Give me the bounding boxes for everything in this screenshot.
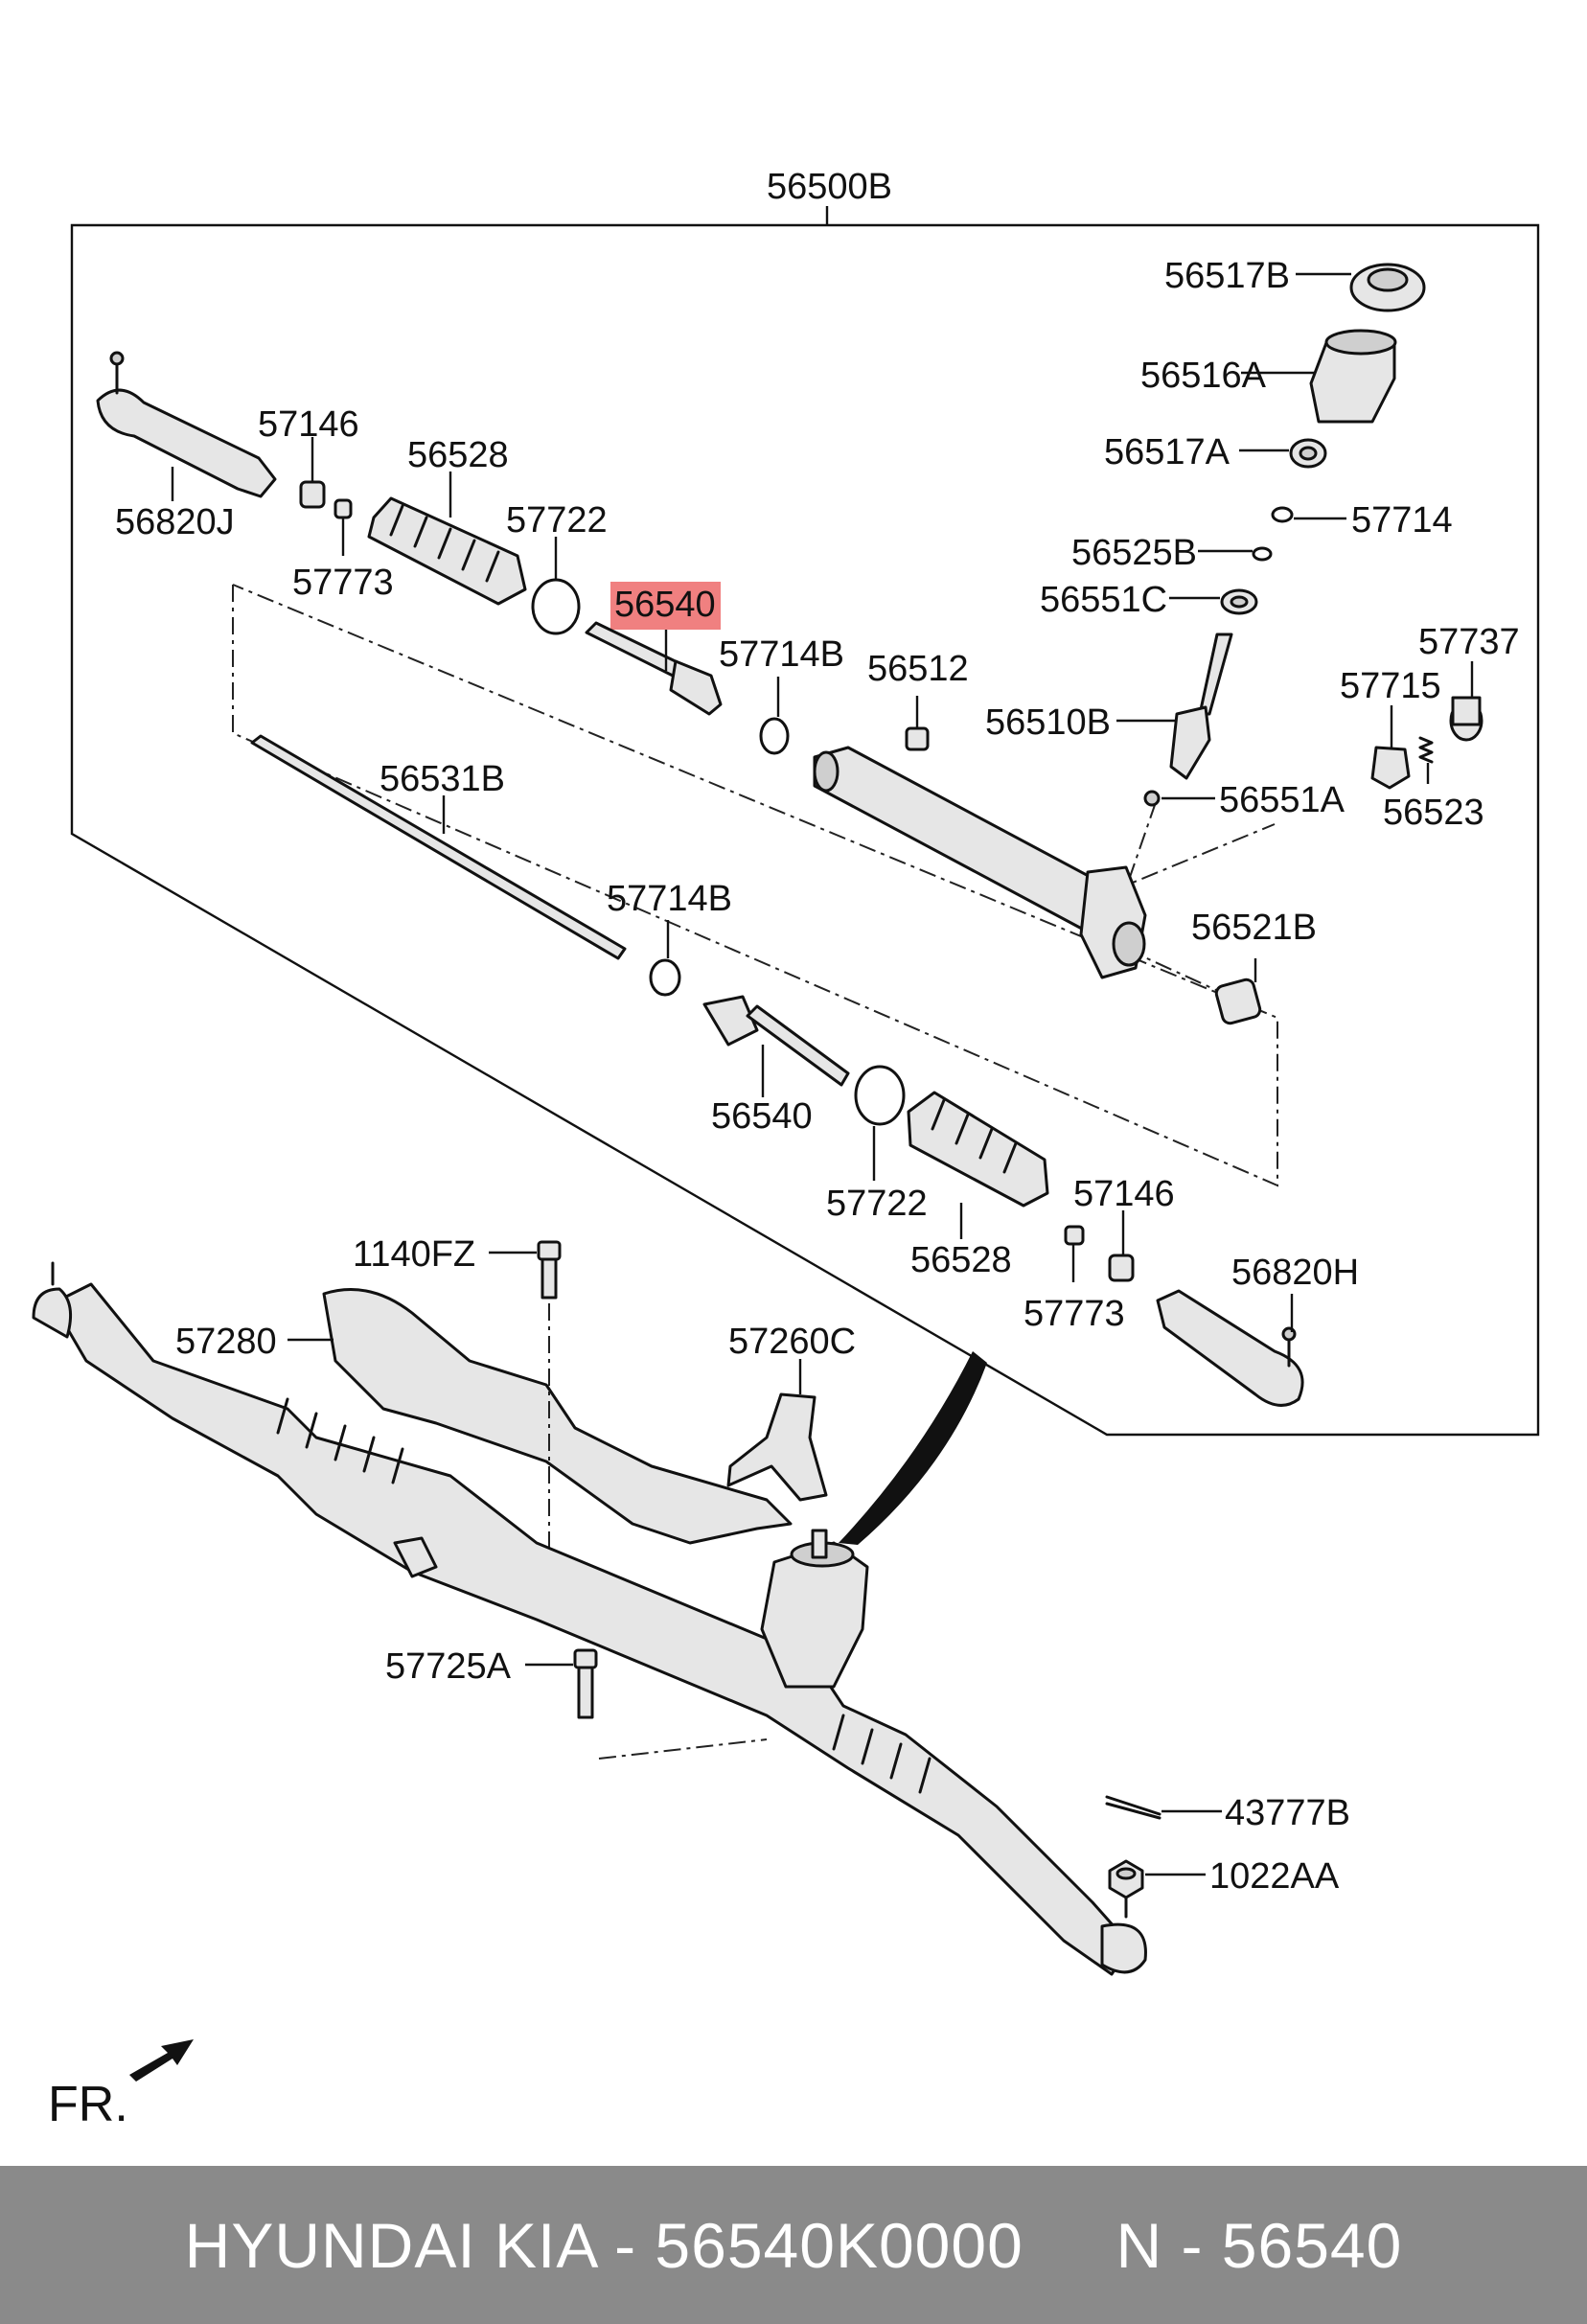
- assembly-label: 56500B: [767, 167, 892, 207]
- label-1140FZ: 1140FZ: [353, 1234, 475, 1275]
- label-43777B: 43777B: [1225, 1793, 1350, 1833]
- label-57737: 57737: [1418, 622, 1520, 662]
- rack-housing[interactable]: [813, 746, 1147, 979]
- label-56531B: 56531B: [380, 759, 505, 799]
- part-57722-clamp-top[interactable]: [531, 578, 581, 635]
- exploded-guide-line: [232, 584, 1278, 1187]
- part-1022AA-castle-nut[interactable]: [1108, 1859, 1144, 1899]
- part-56551A-ball[interactable]: [1143, 790, 1161, 807]
- label-57714: 57714: [1351, 500, 1453, 541]
- steering-gear-assembly[interactable]: [32, 1261, 1147, 1976]
- highlight-56540: [610, 582, 721, 630]
- label-57146-bottom: 57146: [1073, 1174, 1175, 1214]
- label-56528-bottom: 56528: [910, 1240, 1012, 1280]
- part-57280-heat-shield[interactable]: [322, 1288, 793, 1545]
- label-57280: 57280: [175, 1322, 277, 1362]
- part-57737-cap[interactable]: [1449, 696, 1484, 742]
- part-56540-inner-tie-rod-top[interactable]: [585, 621, 723, 716]
- label-57773-top: 57773: [292, 563, 394, 603]
- label-56551C: 56551C: [1040, 580, 1167, 620]
- label-56517B: 56517B: [1164, 256, 1290, 296]
- part-56516A-housing[interactable]: [1309, 329, 1397, 424]
- label-1022AA: 1022AA: [1209, 1856, 1340, 1897]
- part-56512-plug[interactable]: [905, 726, 930, 751]
- front-arrow-icon: [129, 2039, 194, 2082]
- label-56510B: 56510B: [985, 702, 1111, 743]
- part-57146-nut-top[interactable]: [299, 480, 326, 509]
- label-57725A: 57725A: [385, 1646, 512, 1687]
- label-57714B-top: 57714B: [719, 634, 844, 675]
- label-56516A: 56516A: [1140, 356, 1267, 396]
- part-56510B-pinion[interactable]: [1169, 633, 1233, 780]
- footer-bar: HYUNDAI KIA - 56540K0000 N - 56540: [0, 2166, 1587, 2324]
- label-56551A: 56551A: [1219, 780, 1346, 820]
- label-57773-bottom: 57773: [1024, 1294, 1125, 1334]
- label-56512: 56512: [867, 649, 969, 689]
- label-57146-top: 57146: [258, 404, 359, 445]
- part-56820J-tie-rod-end[interactable]: [96, 351, 277, 498]
- assembly-frame: [70, 223, 1540, 1437]
- label-57715: 57715: [1340, 666, 1441, 706]
- label-56540-top: 56540: [614, 585, 716, 625]
- label-57714B-mid: 57714B: [607, 879, 732, 919]
- part-57773-clip-bottom[interactable]: [1064, 1225, 1085, 1246]
- part-56551C-bearing[interactable]: [1220, 588, 1258, 615]
- label-57722-top: 57722: [506, 500, 608, 541]
- detail-callout-wedge: [839, 1351, 987, 1545]
- label-57260C: 57260C: [728, 1322, 856, 1362]
- parts-diagram: 56500B 56517B 56516A 56517A 57714 56525B…: [32, 167, 1540, 2132]
- part-56528-boot-top[interactable]: [367, 496, 527, 606]
- footer-part-number: HYUNDAI KIA - 56540K0000 N - 56540: [184, 2209, 1403, 2281]
- part-56521B-bush[interactable]: [1214, 978, 1262, 1025]
- label-56540-bottom: 56540: [711, 1096, 813, 1137]
- label-56528-top: 56528: [407, 435, 509, 475]
- part-56528-boot-bottom[interactable]: [907, 1091, 1049, 1208]
- part-57714-ring[interactable]: [1271, 506, 1294, 523]
- part-57725A-bolt[interactable]: [573, 1648, 598, 1719]
- part-57715-yoke[interactable]: [1370, 746, 1411, 790]
- label-56521B: 56521B: [1191, 908, 1317, 948]
- part-56517A-bushing[interactable]: [1289, 438, 1327, 469]
- label-56525B: 56525B: [1071, 533, 1197, 573]
- part-57773-clip-top[interactable]: [334, 498, 353, 519]
- part-56517B-seal[interactable]: [1349, 263, 1426, 312]
- label-56517A: 56517A: [1104, 432, 1230, 472]
- label-57722-bottom: 57722: [826, 1184, 928, 1224]
- front-marker-label: FR.: [48, 2077, 128, 2132]
- label-56523: 56523: [1383, 793, 1484, 833]
- part-57714B-ring-mid[interactable]: [649, 958, 681, 997]
- part-1140FZ-bolt[interactable]: [537, 1240, 562, 1300]
- part-56523-spring[interactable]: [1418, 736, 1434, 764]
- part-56531B-rack[interactable]: [250, 734, 627, 960]
- label-56820H: 56820H: [1231, 1253, 1359, 1293]
- part-56540-inner-tie-rod-bottom[interactable]: [702, 995, 850, 1087]
- part-43777B-cotter-pin[interactable]: [1105, 1795, 1162, 1820]
- part-56820H-tie-rod-end[interactable]: [1156, 1289, 1304, 1407]
- part-57260C-bracket[interactable]: [726, 1392, 828, 1502]
- part-57714B-ring-top[interactable]: [759, 717, 790, 755]
- part-56525B-clip[interactable]: [1252, 546, 1273, 562]
- part-57722-clamp-bottom[interactable]: [854, 1065, 906, 1126]
- part-57146-nut-bottom[interactable]: [1108, 1254, 1135, 1282]
- label-56820J: 56820J: [115, 502, 235, 542]
